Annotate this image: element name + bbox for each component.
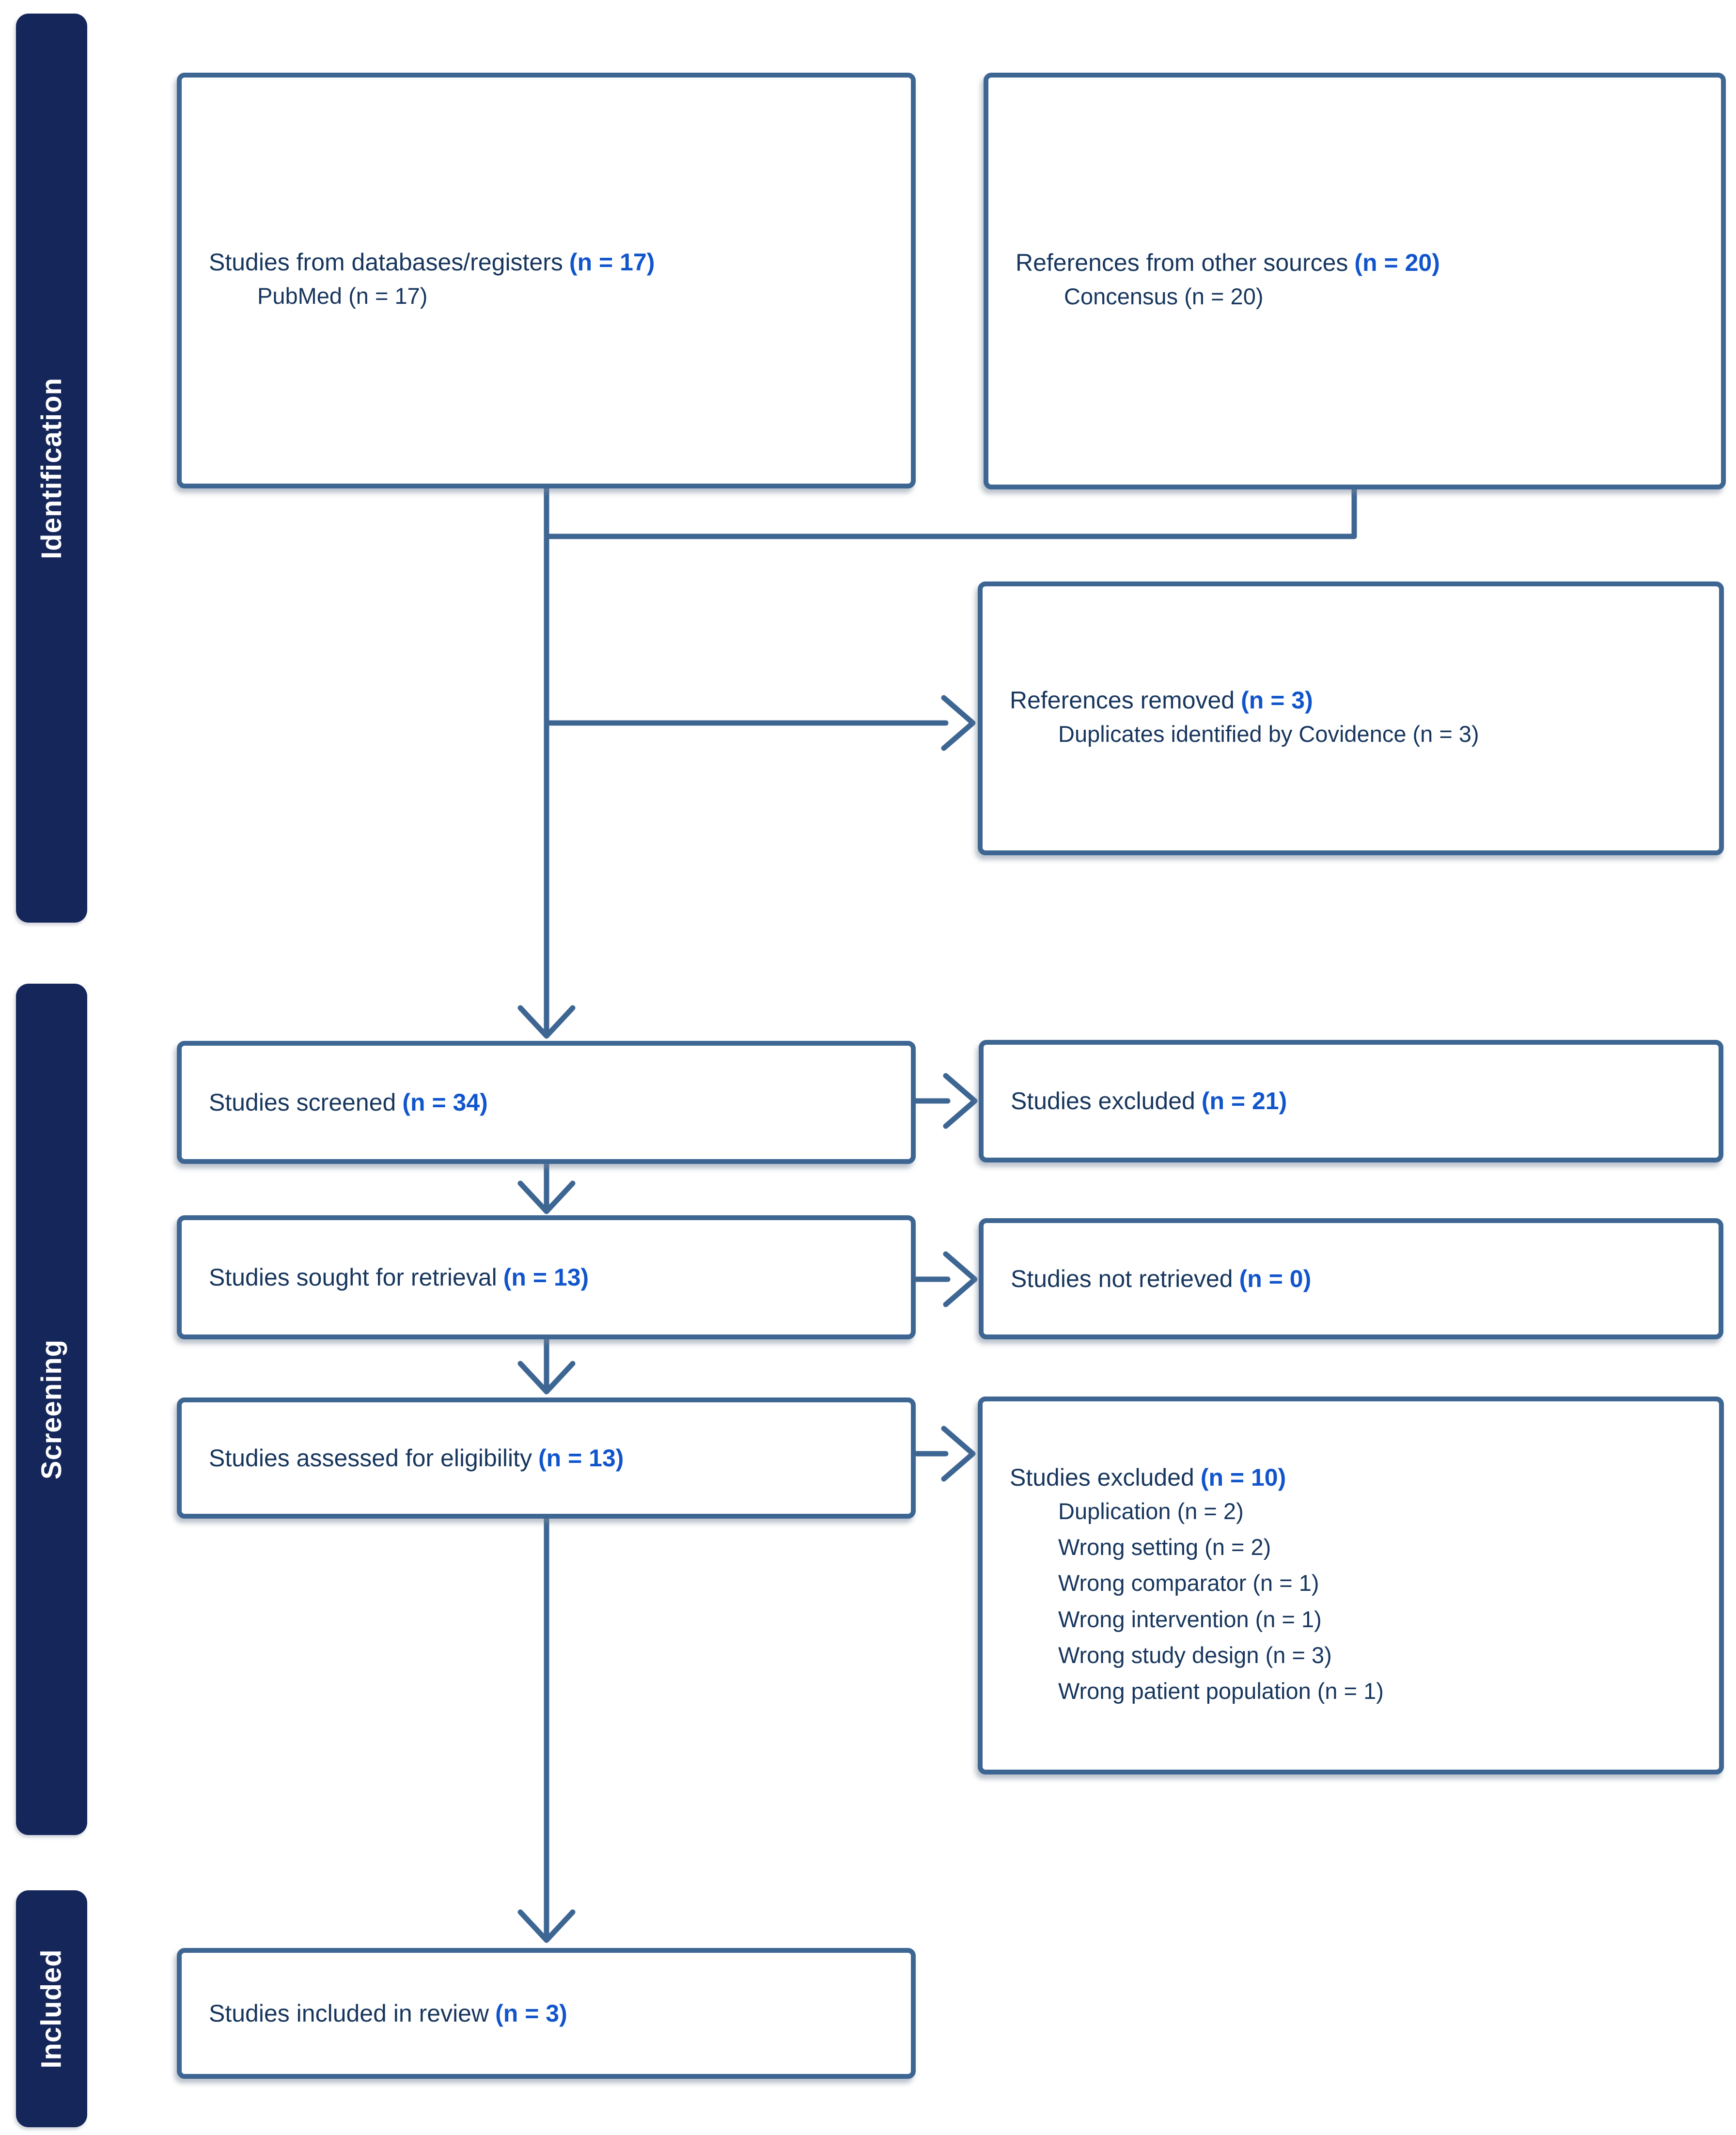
arrowhead-right-not-retrieved xyxy=(943,1251,978,1307)
box-studies-screened: Studies screened(n = 34) xyxy=(177,1041,916,1164)
box-title: Studies excluded(n = 21) xyxy=(1011,1085,1704,1117)
box-studies-from-databases: Studies from databases/registers(n = 17)… xyxy=(177,73,916,488)
box-count: (n = 20) xyxy=(1354,249,1440,277)
box-title-text: Studies included in review xyxy=(209,1999,489,2027)
arrowhead-right-references-removed xyxy=(941,695,976,751)
arrowhead-down-included xyxy=(517,1909,576,1943)
box-count: (n = 0) xyxy=(1239,1265,1312,1292)
arrowhead-down-assessed xyxy=(517,1361,576,1395)
box-title: Studies screened(n = 34) xyxy=(209,1087,896,1118)
box-title-text: Studies sought for retrieval xyxy=(209,1263,497,1291)
box-title-text: Studies assessed for eligibility xyxy=(209,1444,532,1472)
connector-other-sources-join xyxy=(544,487,1357,539)
box-count: (n = 13) xyxy=(503,1263,589,1291)
exclusion-reason: Wrong study design (n = 3) xyxy=(1058,1642,1332,1668)
box-references-removed: References removed(n = 3) Duplicates ide… xyxy=(978,581,1724,855)
box-title-text: Studies not retrieved xyxy=(1011,1265,1233,1292)
box-title: Studies included in review(n = 3) xyxy=(209,1998,896,2029)
box-title: Studies sought for retrieval(n = 13) xyxy=(209,1262,896,1293)
box-count: (n = 13) xyxy=(538,1444,624,1472)
box-title-text: Studies screened xyxy=(209,1088,396,1116)
box-title: Studies not retrieved(n = 0) xyxy=(1011,1263,1704,1295)
box-sub-text: PubMed (n = 17) xyxy=(257,283,428,309)
box-sub-text: Duplicates identified by Covidence (n = … xyxy=(1058,721,1479,747)
stage-bar-screening: Screening xyxy=(16,984,87,1835)
exclusion-reason: Duplication (n = 2) xyxy=(1058,1498,1244,1524)
box-sub-text: Concensus (n = 20) xyxy=(1064,283,1264,310)
arrowhead-right-excluded21 xyxy=(943,1073,978,1129)
box-studies-sought-retrieval: Studies sought for retrieval(n = 13) xyxy=(177,1215,916,1339)
exclusion-reason: Wrong setting (n = 2) xyxy=(1058,1534,1271,1560)
stage-label-identification: Identification xyxy=(36,377,68,559)
box-title-text: Studies excluded xyxy=(1011,1087,1195,1115)
arrowhead-down-sought xyxy=(517,1180,576,1214)
box-count: (n = 34) xyxy=(402,1088,488,1116)
box-count: (n = 3) xyxy=(1241,686,1313,714)
exclusion-reason: Wrong patient population (n = 1) xyxy=(1058,1678,1384,1704)
stage-label-screening: Screening xyxy=(36,1339,67,1480)
box-title: Studies assessed for eligibility(n = 13) xyxy=(209,1443,896,1474)
box-studies-not-retrieved: Studies not retrieved(n = 0) xyxy=(979,1218,1723,1339)
box-count: (n = 21) xyxy=(1201,1087,1287,1115)
box-count: (n = 17) xyxy=(569,249,655,276)
box-title: References removed(n = 3) xyxy=(1010,685,1705,716)
box-title-text: Studies from databases/registers xyxy=(209,249,563,276)
box-studies-assessed-eligibility: Studies assessed for eligibility(n = 13) xyxy=(177,1397,916,1519)
box-title-text: References from other sources xyxy=(1016,249,1348,277)
stage-bar-identification: Identification xyxy=(16,14,87,923)
stage-label-included: Included xyxy=(36,1949,67,2069)
box-title: Studies from databases/registers(n = 17) xyxy=(209,247,896,278)
box-title: References from other sources(n = 20) xyxy=(1016,247,1706,279)
box-studies-included-review: Studies included in review(n = 3) xyxy=(177,1948,916,2079)
stage-bar-included: Included xyxy=(16,1890,87,2127)
box-count: (n = 3) xyxy=(495,1999,567,2027)
exclusion-reason: Wrong intervention (n = 1) xyxy=(1058,1606,1322,1632)
exclusion-reason: Wrong comparator (n = 1) xyxy=(1058,1570,1319,1596)
box-title-text: References removed xyxy=(1010,686,1235,714)
box-studies-excluded-eligibility: Studies excluded(n = 10) Duplication (n … xyxy=(978,1397,1724,1774)
box-title-text: Studies excluded xyxy=(1010,1463,1194,1491)
box-title: Studies excluded(n = 10) xyxy=(1010,1462,1705,1493)
arrowhead-right-excluded10 xyxy=(941,1426,976,1482)
arrowhead-down-screened xyxy=(517,1005,576,1039)
box-references-other-sources: References from other sources(n = 20) Co… xyxy=(984,73,1726,489)
box-count: (n = 10) xyxy=(1200,1463,1286,1491)
box-studies-excluded-screening: Studies excluded(n = 21) xyxy=(979,1040,1723,1162)
